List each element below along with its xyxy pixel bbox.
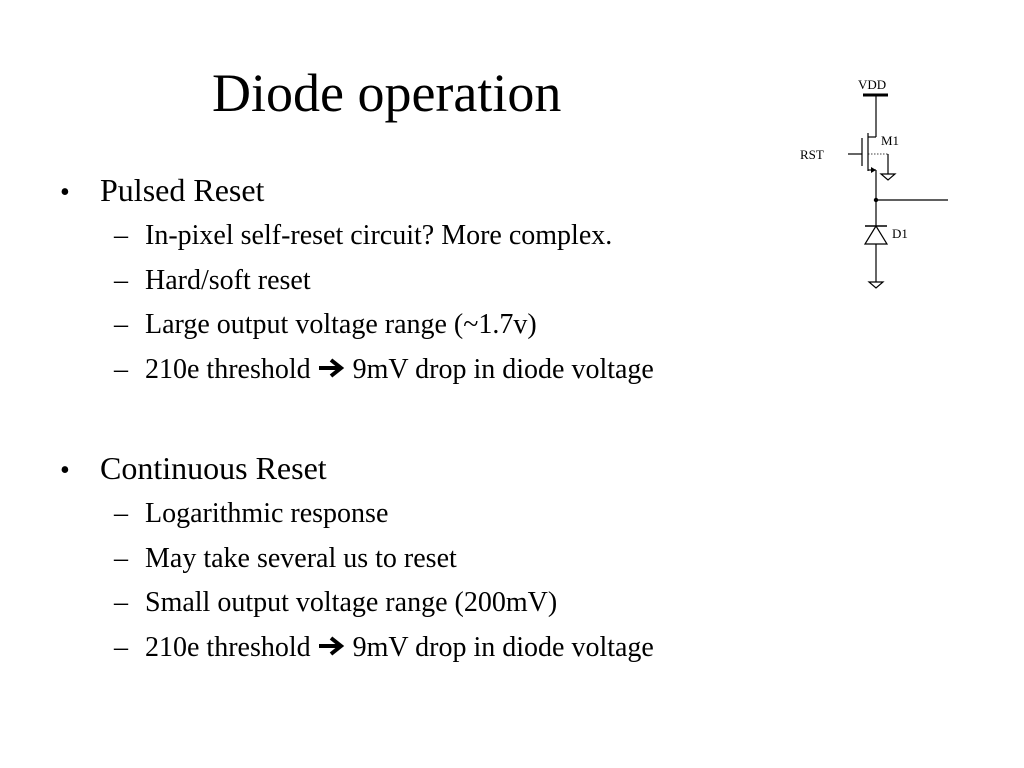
sub-bullet-item: – May take several us to reset (60, 537, 800, 582)
ground-icon (867, 281, 885, 289)
arrow-right-icon (318, 635, 344, 656)
sub-bullet-list: – In-pixel self-reset circuit? More comp… (60, 214, 800, 392)
dash-icon: – (114, 498, 128, 529)
sub-bullet-list: – Logarithmic response – May take severa… (60, 492, 800, 670)
sub-bullet-text: In-pixel self-reset circuit? More comple… (145, 220, 613, 251)
sub-bullet-item: – 210e threshold 9mV drop in diode volta… (60, 626, 800, 671)
pixel-reset-schematic: VDD RST M1 D1 (800, 77, 948, 289)
sub-bullet-item: – Small output voltage range (200mV) (60, 581, 800, 626)
m1-label: M1 (881, 133, 899, 148)
slide-title: Diode operation (212, 63, 562, 123)
bullet-section-pulsed-reset: • Pulsed Reset – In-pixel self-reset cir… (60, 168, 800, 392)
sub-bullet-text-after-arrow: 9mV drop in diode voltage (352, 631, 654, 663)
sub-bullet-text-after-arrow: 9mV drop in diode voltage (352, 353, 654, 385)
sub-bullet-item: – 210e threshold 9mV drop in diode volta… (60, 348, 800, 393)
diode-d1-icon (863, 224, 889, 289)
sub-bullet-item: – Logarithmic response (60, 492, 800, 537)
dash-icon: – (114, 309, 128, 340)
dash-icon: – (114, 220, 128, 251)
sub-bullet-item: – Large output voltage range (~1.7v) (60, 303, 800, 348)
rst-label: RST (800, 147, 824, 162)
dash-icon: – (114, 587, 128, 618)
dash-icon: – (114, 631, 128, 663)
bullet-heading: Pulsed Reset (100, 172, 265, 208)
sub-bullet-text: May take several us to reset (145, 542, 457, 574)
bullet-heading: Continuous Reset (100, 450, 327, 486)
transistor-m1-icon (848, 133, 897, 200)
sub-bullet-text: Hard/soft reset (145, 264, 311, 296)
sub-bullet-item: – Hard/soft reset (60, 259, 800, 304)
arrow-right-icon (318, 357, 344, 378)
dash-icon: – (114, 542, 128, 574)
sub-bullet-text: Small output voltage range (200mV) (145, 587, 558, 618)
d1-label: D1 (892, 226, 908, 241)
vdd-label: VDD (858, 77, 886, 92)
sub-bullet-text: Large output voltage range (~1.7v) (145, 309, 537, 340)
bullet-icon: • (60, 177, 70, 208)
bullet-icon: • (60, 455, 70, 486)
sub-bullet-text-before-arrow: 210e threshold (145, 353, 311, 385)
bullet-item: • Continuous Reset (60, 446, 800, 490)
sub-bullet-text-before-arrow: 210e threshold (145, 631, 311, 663)
bullet-section-continuous-reset: • Continuous Reset – Logarithmic respons… (60, 446, 800, 670)
bullet-item: • Pulsed Reset (60, 168, 800, 212)
dash-icon: – (114, 264, 128, 296)
sub-bullet-item: – In-pixel self-reset circuit? More comp… (60, 214, 800, 259)
dash-icon: – (114, 353, 128, 385)
sub-bullet-text: Logarithmic response (145, 498, 389, 529)
